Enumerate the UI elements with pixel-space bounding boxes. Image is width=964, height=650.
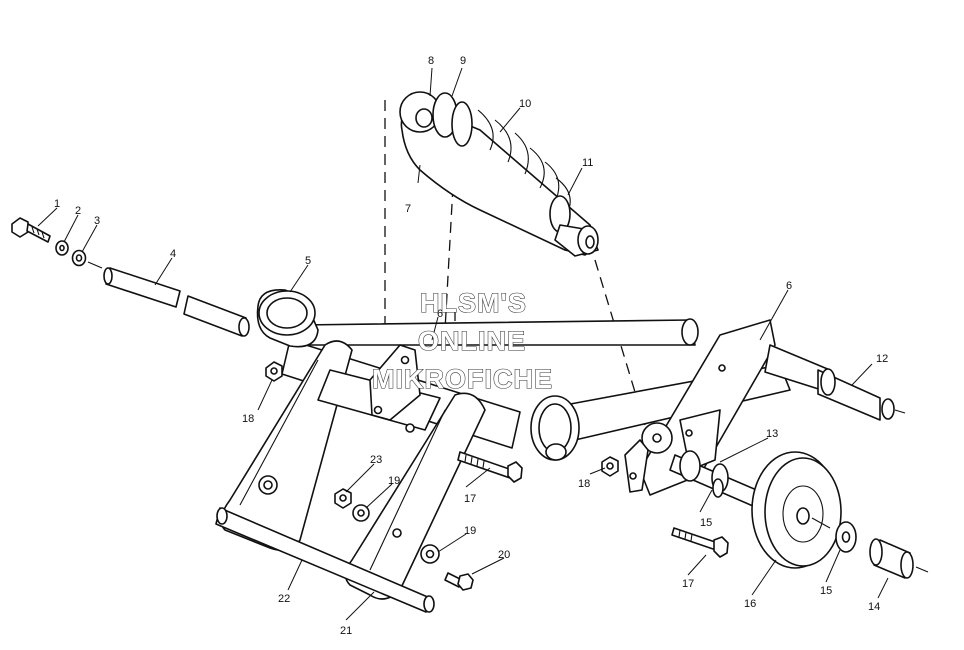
washer-15-inner [712,478,724,498]
callout-18-left: 18 [242,413,254,425]
tube-4 [103,267,250,337]
callout-7: 7 [405,203,411,215]
watermark-line-2: ONLINE [418,326,526,356]
callout-23: 23 [370,454,382,466]
callout-13: 13 [766,428,778,440]
watermark-line-1: HLSM'S [420,288,527,318]
leader-lines [37,67,889,621]
washer-15-outer [835,521,857,553]
callout-10: 10 [519,98,531,110]
washer-19-upper [352,504,370,522]
callout-8: 8 [428,55,434,67]
watermark: HLSM'S ONLINE MIKROFICHE [371,287,553,394]
nut-18-right [601,456,619,477]
callout-14: 14 [868,601,880,613]
washer-3 [71,249,87,267]
callout-2: 2 [75,205,81,217]
callout-19-upper: 19 [388,475,400,487]
callout-22: 22 [278,593,290,605]
pivot-tube [530,395,580,461]
nut-23 [334,488,352,509]
callout-labels: 1 2 3 4 5 6 6 7 8 9 10 11 12 13 14 15 15… [54,55,888,637]
callout-4: 4 [170,248,176,260]
bolt-1 [11,217,51,243]
callout-15-outer: 15 [820,585,832,597]
shock-absorber [399,91,599,257]
spacer-14 [869,538,929,579]
callout-11: 11 [582,157,593,169]
nut-18-left [265,361,283,382]
callout-21: 21 [340,625,352,637]
bolt-20 [444,572,474,591]
idler-wheel-16 [751,451,842,569]
shaft-12 [764,344,906,421]
callout-15-inner: 15 [700,517,712,529]
washer-19-lower [420,544,440,564]
callout-5: 5 [305,255,311,267]
pivot-tube-5 [256,289,319,348]
callout-20: 20 [498,549,510,561]
washer-2 [55,240,69,256]
bolt-17-right [671,527,729,558]
callout-9: 9 [460,55,466,67]
assembly-lines [384,100,646,426]
callout-3: 3 [94,215,100,227]
callout-6-left: 6 [437,308,443,320]
bolt-17-center [457,451,523,483]
watermark-line-3: MIKROFICHE [372,364,553,394]
callout-6-right: 6 [786,280,792,292]
callout-12: 12 [876,353,888,365]
callout-1: 1 [54,198,60,210]
callout-19-lower: 19 [464,525,476,537]
small-bracket-right [624,439,649,493]
shaft-22 [215,507,435,613]
callout-18-right: 18 [578,478,590,490]
callout-17-right: 17 [682,578,694,590]
shock-mount-bracket [369,344,421,433]
callout-16: 16 [744,598,756,610]
callout-17-center: 17 [464,493,476,505]
